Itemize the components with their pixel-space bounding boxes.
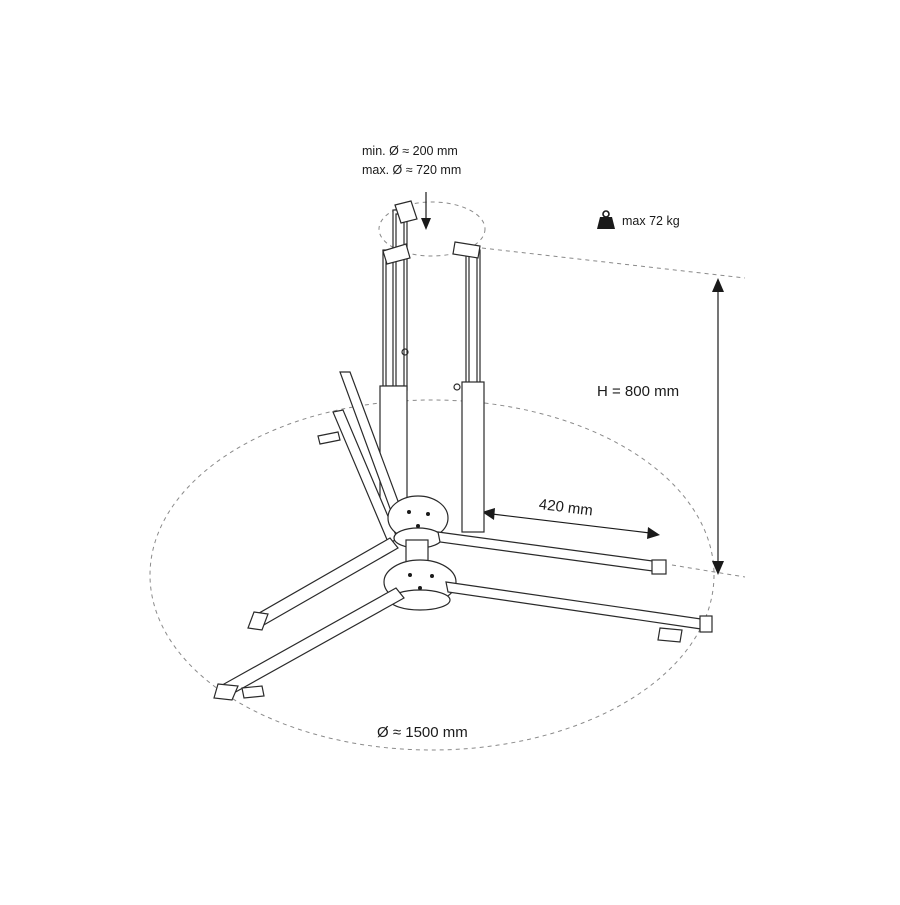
front-right-lower-arm xyxy=(445,581,713,643)
height-dimension-arrow xyxy=(712,278,724,575)
min-diameter-label: min. Ø ≈ 200 mm xyxy=(362,144,458,158)
weight-icon xyxy=(596,210,616,230)
top-diameter-ellipse xyxy=(378,201,486,257)
base-diameter-label: Ø ≈ 1500 mm xyxy=(377,724,468,741)
max-weight-label: max 72 kg xyxy=(622,214,680,228)
front-right-upper-arm xyxy=(437,531,667,575)
right-post xyxy=(452,241,485,533)
height-extension-top xyxy=(481,247,746,279)
max-diameter-label: max. Ø ≈ 720 mm xyxy=(362,163,462,177)
height-label: H = 800 mm xyxy=(597,383,680,400)
top-pointer-arrow xyxy=(421,192,431,230)
height-extension-bottom xyxy=(671,564,746,578)
arm-length-dimension-arrow xyxy=(482,508,660,539)
base-diameter-ellipse xyxy=(149,399,715,751)
lower-hub xyxy=(383,559,457,611)
front-left-lower-arm xyxy=(213,587,405,701)
front-left-upper-arm xyxy=(247,537,399,631)
